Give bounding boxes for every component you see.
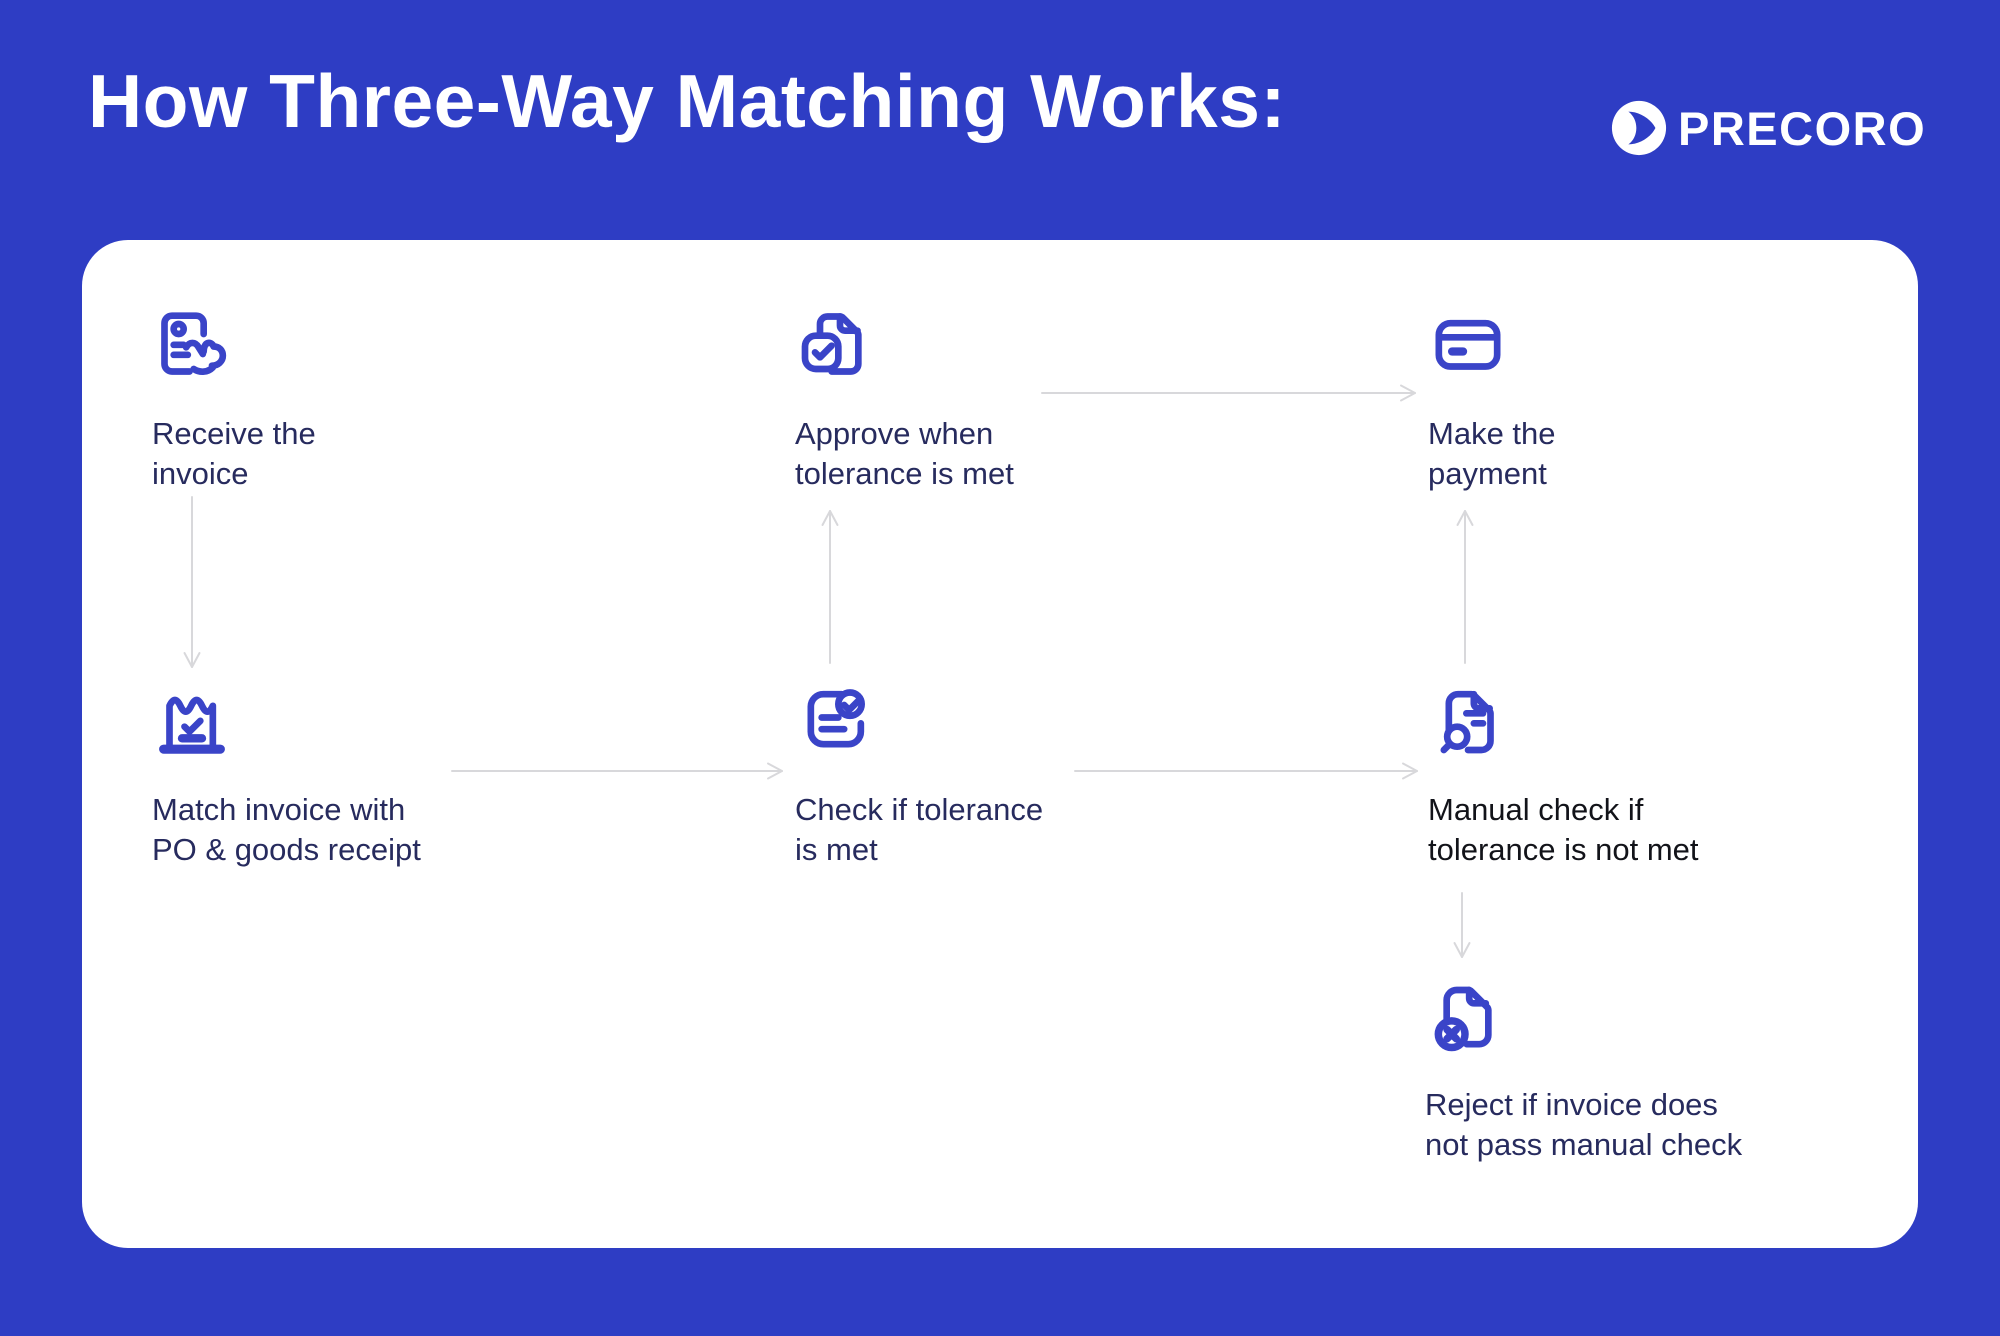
document-reject-icon xyxy=(1434,986,1492,1052)
step-label: Make the payment xyxy=(1428,416,1556,491)
brand-mark-icon xyxy=(1611,100,1667,156)
step-receive-invoice: Receive the invoice xyxy=(152,304,572,494)
arrow-match-to-check xyxy=(451,762,783,780)
receipt-check-icon xyxy=(159,696,225,754)
brand-wordmark: PRECORO xyxy=(1678,101,1927,155)
step-label: Manual check if tolerance is not met xyxy=(1428,792,1699,867)
document-search-icon xyxy=(1440,690,1494,754)
arrow-receive-to-match xyxy=(183,496,201,668)
arrow-check-to-manual xyxy=(1074,762,1418,780)
document-check-badge-icon xyxy=(801,313,862,375)
step-reject-invoice: Reject if invoice does not pass manual c… xyxy=(1425,975,1845,1165)
step-match-invoice: Match invoice with PO & goods receipt xyxy=(152,680,572,870)
page-title: How Three-Way Matching Works: xyxy=(88,59,1286,143)
flow-card: Receive the invoice Approve when toleran… xyxy=(82,240,1918,1248)
brand-logo: PRECORO xyxy=(1610,99,1926,157)
step-label: Match invoice with PO & goods receipt xyxy=(152,792,421,867)
invoice-hand-icon xyxy=(161,312,227,375)
arrow-manual-to-reject xyxy=(1453,892,1471,958)
step-label: Receive the invoice xyxy=(152,416,316,491)
note-check-circle-icon xyxy=(807,689,865,748)
step-manual-check: Manual check if tolerance is not met xyxy=(1428,680,1848,870)
arrow-manual-to-payment xyxy=(1456,510,1474,664)
step-check-tolerance: Check if tolerance is met xyxy=(795,680,1215,870)
step-label: Approve when tolerance is met xyxy=(795,416,1014,491)
step-approve-tolerance: Approve when tolerance is met xyxy=(795,304,1215,494)
step-label: Check if tolerance is met xyxy=(795,792,1044,867)
arrow-approve-to-payment xyxy=(1041,384,1416,402)
credit-card-icon xyxy=(1435,319,1501,370)
step-make-payment: Make the payment xyxy=(1428,304,1848,494)
arrow-check-to-approve xyxy=(821,510,839,664)
step-label: Reject if invoice does not pass manual c… xyxy=(1425,1087,1743,1162)
